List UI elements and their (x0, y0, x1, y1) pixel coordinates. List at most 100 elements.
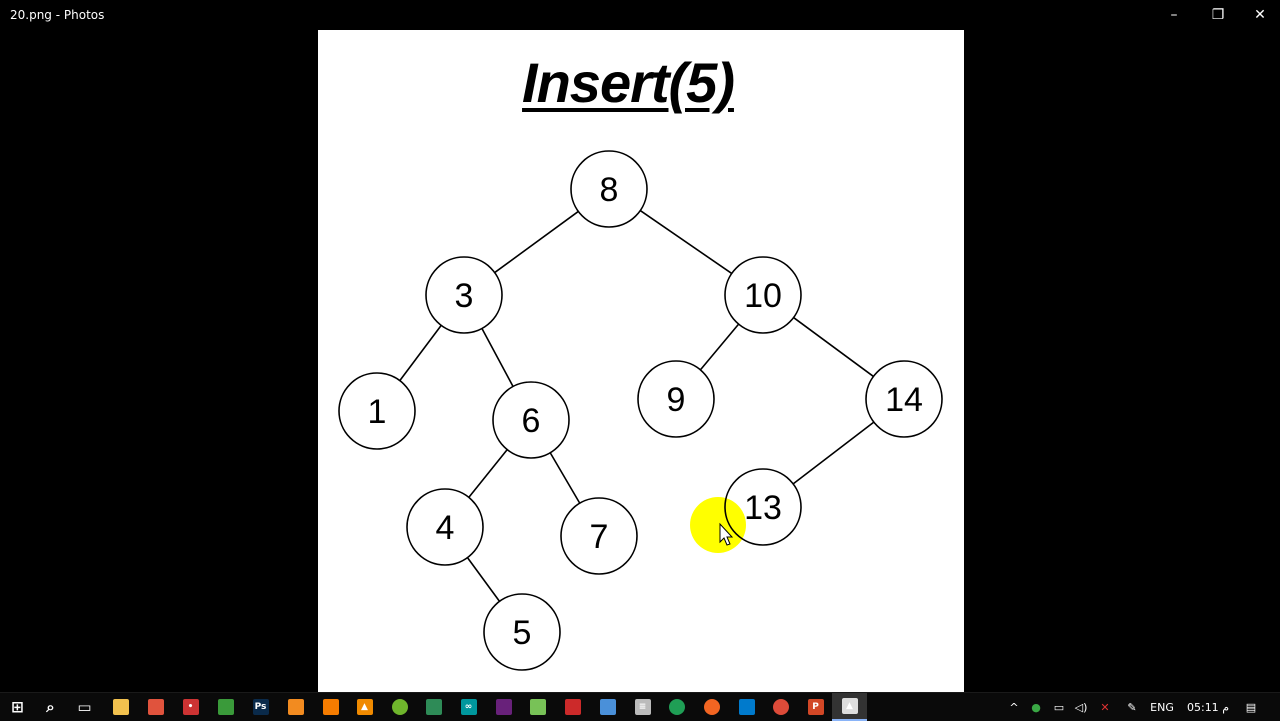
tree-node-label: 7 (590, 518, 609, 556)
taskbar-button-app-icon-5[interactable] (313, 693, 348, 721)
taskbar-button-vlc[interactable]: ▲ (347, 693, 382, 721)
battery-icon[interactable]: ▭ (1053, 700, 1065, 714)
system-clock[interactable]: 05:11 م (1186, 700, 1229, 714)
tree-node-label: 1 (368, 393, 387, 431)
chrome-icon (772, 699, 789, 715)
cursor-highlight (690, 497, 746, 553)
tree-node-9: 9 (637, 360, 715, 438)
tree-node-label: 5 (513, 614, 532, 652)
taskbar-button-app-icon-9[interactable]: ≡ (625, 693, 660, 721)
app-icon-4 (287, 699, 304, 715)
tree-edge-n6-n7 (549, 452, 581, 504)
tree-node-7: 7 (560, 497, 638, 575)
taskbar-button-visual-studio[interactable] (486, 693, 521, 721)
taskbar-button-search[interactable]: ⌕ (33, 693, 68, 721)
taskbar-button-app-icon-1[interactable] (138, 693, 173, 721)
tree-node-circle (724, 468, 802, 546)
tree-node-label: 4 (436, 509, 455, 547)
taskbar-button-app-icon-11[interactable] (694, 693, 729, 721)
app-icon-5 (322, 699, 339, 715)
taskbar-button-file-explorer[interactable] (103, 693, 138, 721)
file-explorer-icon (112, 699, 129, 715)
taskbar-button-utorrent[interactable] (382, 693, 417, 721)
android-icon (529, 699, 546, 715)
notification-icon[interactable]: ▤ (1245, 700, 1257, 714)
title-bar[interactable]: 20.png - Photos – ❐ ✕ (0, 0, 1280, 30)
app-icon-10 (668, 699, 685, 715)
powerpoint-icon: P (807, 699, 824, 715)
taskbar-button-app-icon-2[interactable]: • (173, 693, 208, 721)
tree-node-circle (492, 381, 570, 459)
photoshop-icon: Ps (252, 699, 269, 715)
tree-edge-n6-n4 (468, 449, 508, 498)
taskbar-button-vscode[interactable] (729, 693, 764, 721)
binary-tree-diagram: 8 3 10 1 6 9 14 4 7 13 5 (338, 150, 943, 671)
show-hidden-icons-icon[interactable]: ^ (1009, 700, 1019, 714)
window-title: 20.png - Photos (10, 8, 105, 22)
app-icon-2: • (182, 699, 199, 715)
tree-edge-n8-n3 (494, 210, 579, 274)
vscode-icon (738, 699, 755, 715)
taskbar-button-app-icon-10[interactable] (659, 693, 694, 721)
taskbar-button-app-icon-7[interactable] (555, 693, 590, 721)
tree-node-circle (425, 256, 503, 334)
tree-node-circle (560, 497, 638, 575)
tree-node-8: 8 (570, 150, 648, 228)
taskbar: ⊞ ⌕ ▭ • Ps ▲ ∞ ≡ P ▲ ^ ● ▭ ◁) ✕ ✎ ▤ ENG 05:11 م (0, 692, 1280, 721)
app-icon-9: ≡ (634, 699, 651, 715)
taskbar-button-task-view[interactable]: ▭ (67, 693, 102, 721)
taskbar-button-chrome[interactable] (763, 693, 798, 721)
pen-icon[interactable]: ✎ (1127, 700, 1137, 714)
tree-edge-n10-n9 (699, 323, 740, 371)
start-icon: ⊞ (11, 698, 24, 716)
tree-node-label: 14 (885, 381, 923, 419)
app-icon-3 (217, 699, 234, 715)
tree-node-label: 6 (522, 402, 541, 440)
taskbar-button-app-icon-3[interactable] (208, 693, 243, 721)
tree-node-label: 13 (744, 489, 782, 527)
restore-button[interactable]: ❐ (1211, 7, 1225, 23)
tree-edge-n3-n1 (399, 324, 442, 382)
taskbar-button-powerpoint[interactable]: P (798, 693, 833, 721)
tree-node-circle (570, 150, 648, 228)
taskbar-button-start[interactable]: ⊞ (0, 693, 35, 721)
close-button[interactable]: ✕ (1254, 7, 1266, 23)
network-icon[interactable]: ✕ (1100, 700, 1110, 714)
taskbar-button-android[interactable] (520, 693, 555, 721)
tree-node-13: 13 (724, 468, 802, 546)
tree-node-label: 9 (667, 381, 686, 419)
taskbar-button-arduino[interactable]: ∞ (451, 693, 486, 721)
taskbar-button-app-icon-4[interactable] (278, 693, 313, 721)
tree-node-circle (865, 360, 943, 438)
tree-edge-n4-n5 (466, 557, 501, 602)
photos-icon: ▲ (841, 698, 858, 714)
taskbar-button-photoshop[interactable]: Ps (243, 693, 278, 721)
app-icon-8 (599, 699, 616, 715)
task-view-icon: ▭ (77, 698, 92, 716)
app-icon-6 (425, 699, 442, 715)
app-icon-7 (564, 699, 581, 715)
utorrent-icon (391, 699, 408, 715)
tree-node-circle (637, 360, 715, 438)
tree-node-10: 10 (724, 256, 802, 334)
arduino-icon: ∞ (460, 699, 477, 715)
tree-edge-n8-n10 (639, 209, 733, 275)
tree-node-circle (724, 256, 802, 334)
minimize-button[interactable]: – (1170, 7, 1178, 23)
tree-edge-n14-n13 (792, 421, 875, 485)
input-language-indicator[interactable]: ENG (1150, 700, 1174, 714)
volume-icon[interactable]: ◁) (1074, 700, 1088, 714)
taskbar-button-app-icon-6[interactable] (416, 693, 451, 721)
tree-node-label: 3 (455, 277, 474, 315)
tree-node-5: 5 (483, 593, 561, 671)
app-icon-11 (703, 699, 720, 715)
visual-studio-icon (495, 699, 512, 715)
search-icon: ⌕ (46, 698, 55, 716)
tray-app-icon[interactable]: ● (1031, 700, 1041, 714)
taskbar-button-photos[interactable]: ▲ (832, 693, 867, 721)
taskbar-button-app-icon-8[interactable] (590, 693, 625, 721)
tree-node-circle (406, 488, 484, 566)
tree-node-label: 10 (744, 277, 782, 315)
